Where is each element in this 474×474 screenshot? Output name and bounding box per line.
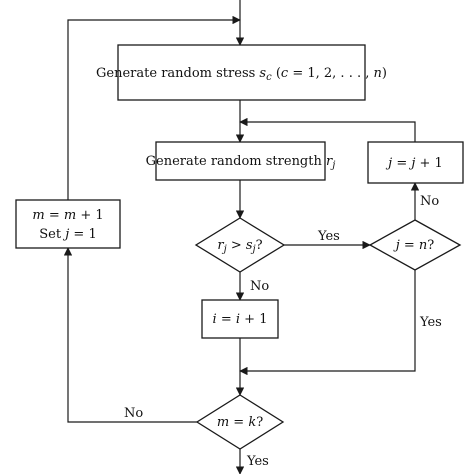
svg-text:m = k?: m = k? [217, 415, 263, 430]
label-compare-yes: Yes [317, 229, 340, 244]
node-check-j-n: j = n? [368, 219, 462, 271]
label-check-n-yes: Yes [419, 315, 442, 330]
svg-text:j = n?: j = n? [393, 238, 435, 253]
node-increment-i: i = i + 1 [201, 299, 279, 339]
node-update-m: m = m + 1 Set j = 1 [15, 199, 121, 249]
node-update-j: j = j + 1 [367, 141, 464, 184]
node-check-m-k: m = k? [195, 394, 285, 450]
connectors [63, 0, 420, 474]
svg-text:Generate random stress sc (c =: Generate random stress sc (c = 1, 2, . .… [96, 66, 387, 83]
svg-text:Set j = 1: Set j = 1 [39, 227, 96, 242]
label-compare-no: No [250, 279, 269, 294]
svg-text:Generate random strength rj: Generate random strength rj [146, 154, 336, 171]
edge-check-k-no [63, 247, 197, 423]
node-generate-strength: Generate random strength rj [146, 141, 336, 181]
svg-text:rj > sj?: rj > sj? [217, 238, 262, 255]
node-compare-r-s: rj > sj? [194, 217, 286, 273]
edge-check-n-yes [239, 270, 416, 376]
label-check-k-no: No [124, 406, 143, 421]
node-generate-stress: Generate random stress sc (c = 1, 2, . .… [96, 44, 387, 101]
edge-update-j-return [239, 117, 416, 142]
svg-text:i = i + 1: i = i + 1 [213, 312, 268, 327]
edge-labels: Yes No No Yes No Yes [124, 194, 442, 469]
svg-text:m = m + 1: m = m + 1 [32, 208, 103, 223]
edge-update-m-return [67, 15, 241, 200]
label-check-n-no: No [420, 194, 439, 209]
label-check-k-yes: Yes [246, 454, 269, 469]
svg-text:j = j + 1: j = j + 1 [385, 156, 443, 171]
